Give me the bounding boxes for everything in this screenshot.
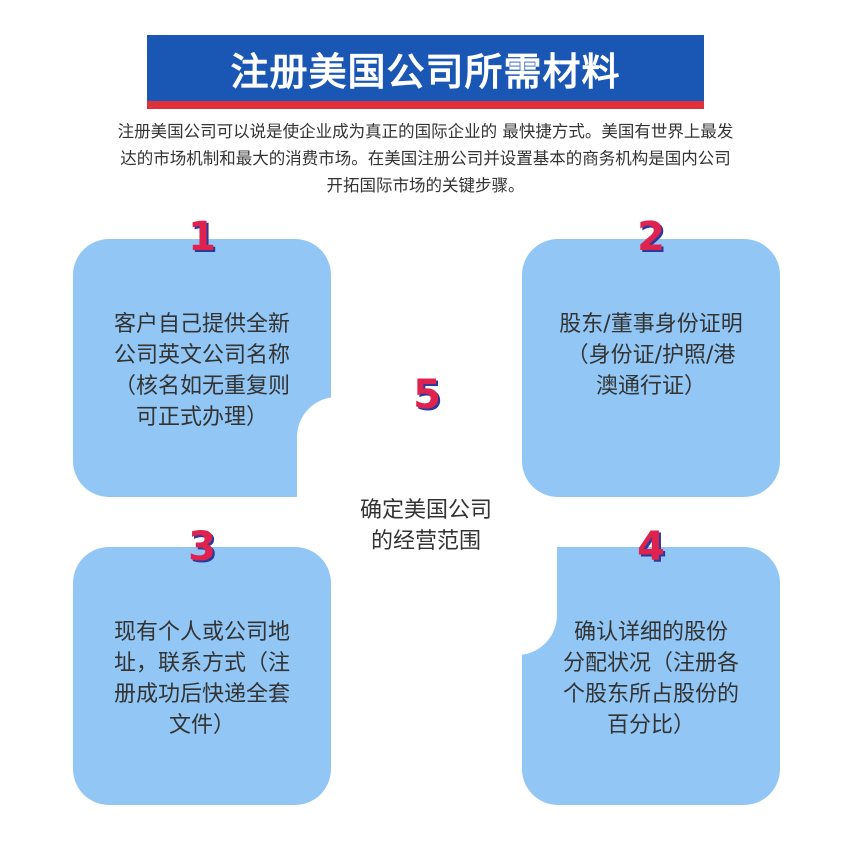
intro-paragraph: 注册美国公司可以说是使企业成为真正的国际企业的 最快捷方式。美国有世界上最发 达… — [40, 118, 811, 199]
page-title: 注册美国公司所需材料 — [230, 49, 621, 94]
intro-line: 达的市场机制和最大的消费市场。在美国注册公司并设置基本的商务机构是国内公司 — [120, 149, 731, 168]
intro-line: 开拓国际市场的关键步骤。 — [326, 176, 525, 195]
item-text-line: 文件） — [168, 713, 235, 738]
item-text-line: 客户自己提供全新 — [113, 312, 290, 337]
item-text-line: 确定美国公司 — [359, 498, 492, 523]
item-number-4: 4 — [637, 524, 665, 570]
item-5-text: 确定美国公司 的经营范围 — [326, 495, 526, 557]
item-text-line: 公司英文公司名称 — [113, 343, 290, 368]
card-4-notch — [515, 547, 557, 655]
item-text-line: 澳通行证） — [595, 374, 706, 399]
item-card-1-text: 客户自己提供全新 公司英文公司名称 （核名如无重复则 可正式办理） — [73, 309, 331, 433]
item-text-line: 的经营范围 — [370, 529, 481, 554]
item-card-1: 客户自己提供全新 公司英文公司名称 （核名如无重复则 可正式办理） — [73, 239, 331, 497]
item-text-line: 确认详细的股份 — [573, 620, 728, 645]
intro-line: 注册美国公司可以说是使企业成为真正的国际企业的 最快捷方式。美国有世界上最发 — [117, 122, 734, 141]
item-number-5: 5 — [413, 372, 441, 418]
item-text-line: 可正式办理） — [135, 405, 268, 430]
item-card-3: 现有个人或公司地 址，联系方式（注 册成功后快递全套 文件） — [73, 547, 331, 805]
item-number-2: 2 — [637, 214, 665, 260]
item-text-line: （核名如无重复则 — [113, 374, 290, 399]
item-text-line: 个股东所占股份的 — [562, 682, 739, 707]
item-card-3-text: 现有个人或公司地 址，联系方式（注 册成功后快递全套 文件） — [73, 617, 331, 741]
header-underline — [147, 101, 704, 109]
item-text-line: 现有个人或公司地 — [113, 620, 290, 645]
header-banner: 注册美国公司所需材料 — [147, 35, 704, 111]
item-card-4: 确认详细的股份 分配状况（注册各 个股东所占股份的 百分比） — [522, 547, 780, 805]
item-text-line: 址，联系方式（注 — [113, 651, 290, 676]
item-card-2-text: 股东/董事身份证明 （身份证/护照/港 澳通行证） — [522, 309, 780, 402]
header-banner-bar: 注册美国公司所需材料 — [147, 35, 704, 101]
item-text-line: 股东/董事身份证明 — [559, 312, 743, 337]
item-number-3: 3 — [188, 524, 216, 570]
item-text-line: 分配状况（注册各 — [562, 651, 739, 676]
item-card-4-text: 确认详细的股份 分配状况（注册各 个股东所占股份的 百分比） — [522, 617, 780, 741]
item-text-line: 册成功后快递全套 — [113, 682, 290, 707]
item-text-line: （身份证/护照/港 — [566, 343, 736, 368]
item-card-2: 股东/董事身份证明 （身份证/护照/港 澳通行证） — [522, 239, 780, 497]
item-text-line: 百分比） — [606, 713, 695, 738]
card-1-notch — [297, 397, 337, 502]
item-number-1: 1 — [188, 214, 216, 260]
